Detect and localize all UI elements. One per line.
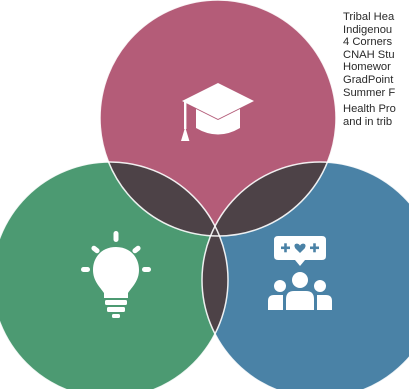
program-list: Tribal Hea Indigenou 4 Corners CNAH Stu … [343, 11, 409, 128]
list-item: 4 Corners [343, 36, 393, 49]
overlap-top-left [100, 162, 228, 236]
graduation-cap-icon [181, 83, 254, 141]
overlap-top-right [202, 162, 336, 236]
list-item: Health Pro [343, 103, 396, 116]
list-item: Tribal Hea [343, 11, 395, 23]
list-item: and in trib [343, 115, 393, 128]
lightbulb-icon [81, 231, 151, 318]
list-item: GradPoint [343, 73, 394, 86]
list-item: Indigenou [343, 23, 393, 36]
list-item: Summer F [343, 86, 396, 99]
list-item: CNAH Stu [343, 48, 395, 61]
list-item: Homewor [343, 61, 391, 74]
community-group-icon [268, 236, 332, 310]
